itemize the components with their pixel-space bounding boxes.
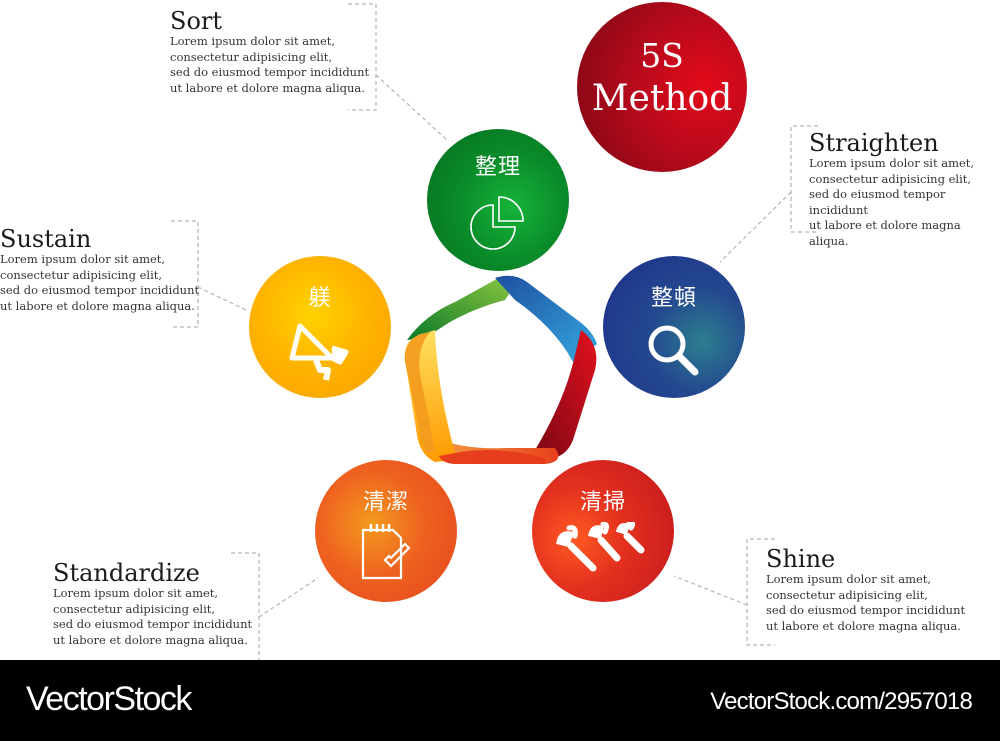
step-kanji: 整頓 [650,286,697,311]
label-standardize: Standardize Lorem ipsum dolor sit amet, … [53,560,252,648]
step-circle-shine[interactable]: 清掃 [532,460,674,602]
ribbon-green [407,277,517,340]
megaphone-icon [288,318,352,388]
step-kanji: 清潔 [362,490,409,515]
label-shine: Shine Lorem ipsum dolor sit amet, consec… [766,546,965,634]
title-line-1: 5S [640,36,684,75]
step-description: Lorem ipsum dolor sit amet, consectetur … [0,252,200,313]
step-description: Lorem ipsum dolor sit amet, consectetur … [809,156,975,248]
wrenches-icon [553,519,653,578]
step-kanji: 清掃 [579,490,626,515]
step-title: Standardize [53,559,200,587]
step-description: Lorem ipsum dolor sit amet, consectetur … [766,572,966,633]
magnifier-icon [643,322,705,384]
step-title: Sustain [0,225,92,253]
ribbon-red [535,330,597,459]
step-description: Lorem ipsum dolor sit amet, consectetur … [170,34,370,95]
step-circle-standardize[interactable]: 清潔 [315,460,457,602]
step-title: Straighten [809,129,939,157]
step-kanji: 躾 [308,286,332,311]
step-circle-sustain[interactable]: 躾 [249,256,391,398]
brand-logo: VectorStock [26,680,192,718]
diagram-stage: 5S Method 整理 整頓 清掃 [0,2,1000,660]
step-description: Lorem ipsum dolor sit amet, consectetur … [53,586,253,647]
connector-lines [171,3,818,660]
step-title: Sort [170,7,223,35]
step-title: Shine [766,545,836,573]
notepad-check-icon [355,522,417,586]
watermark-footer: VectorStock VectorStock.com/2957018 [0,660,1000,741]
label-sustain: Sustain Lorem ipsum dolor sit amet, cons… [0,226,199,314]
pie-chart-icon [467,191,529,257]
title-circle: 5S Method [577,2,747,172]
title-line-2: Method [591,78,733,119]
step-circle-straighten[interactable]: 整頓 [603,256,745,398]
label-straighten: Straighten Lorem ipsum dolor sit amet, c… [809,130,1000,249]
step-circle-sort[interactable]: 整理 [427,129,569,271]
image-reference: VectorStock.com/2957018 [710,688,973,715]
label-sort: Sort Lorem ipsum dolor sit amet, consect… [170,8,369,96]
ribbon-blue [495,275,597,362]
pentagon-ribbon [404,275,597,464]
step-kanji: 整理 [474,155,521,180]
